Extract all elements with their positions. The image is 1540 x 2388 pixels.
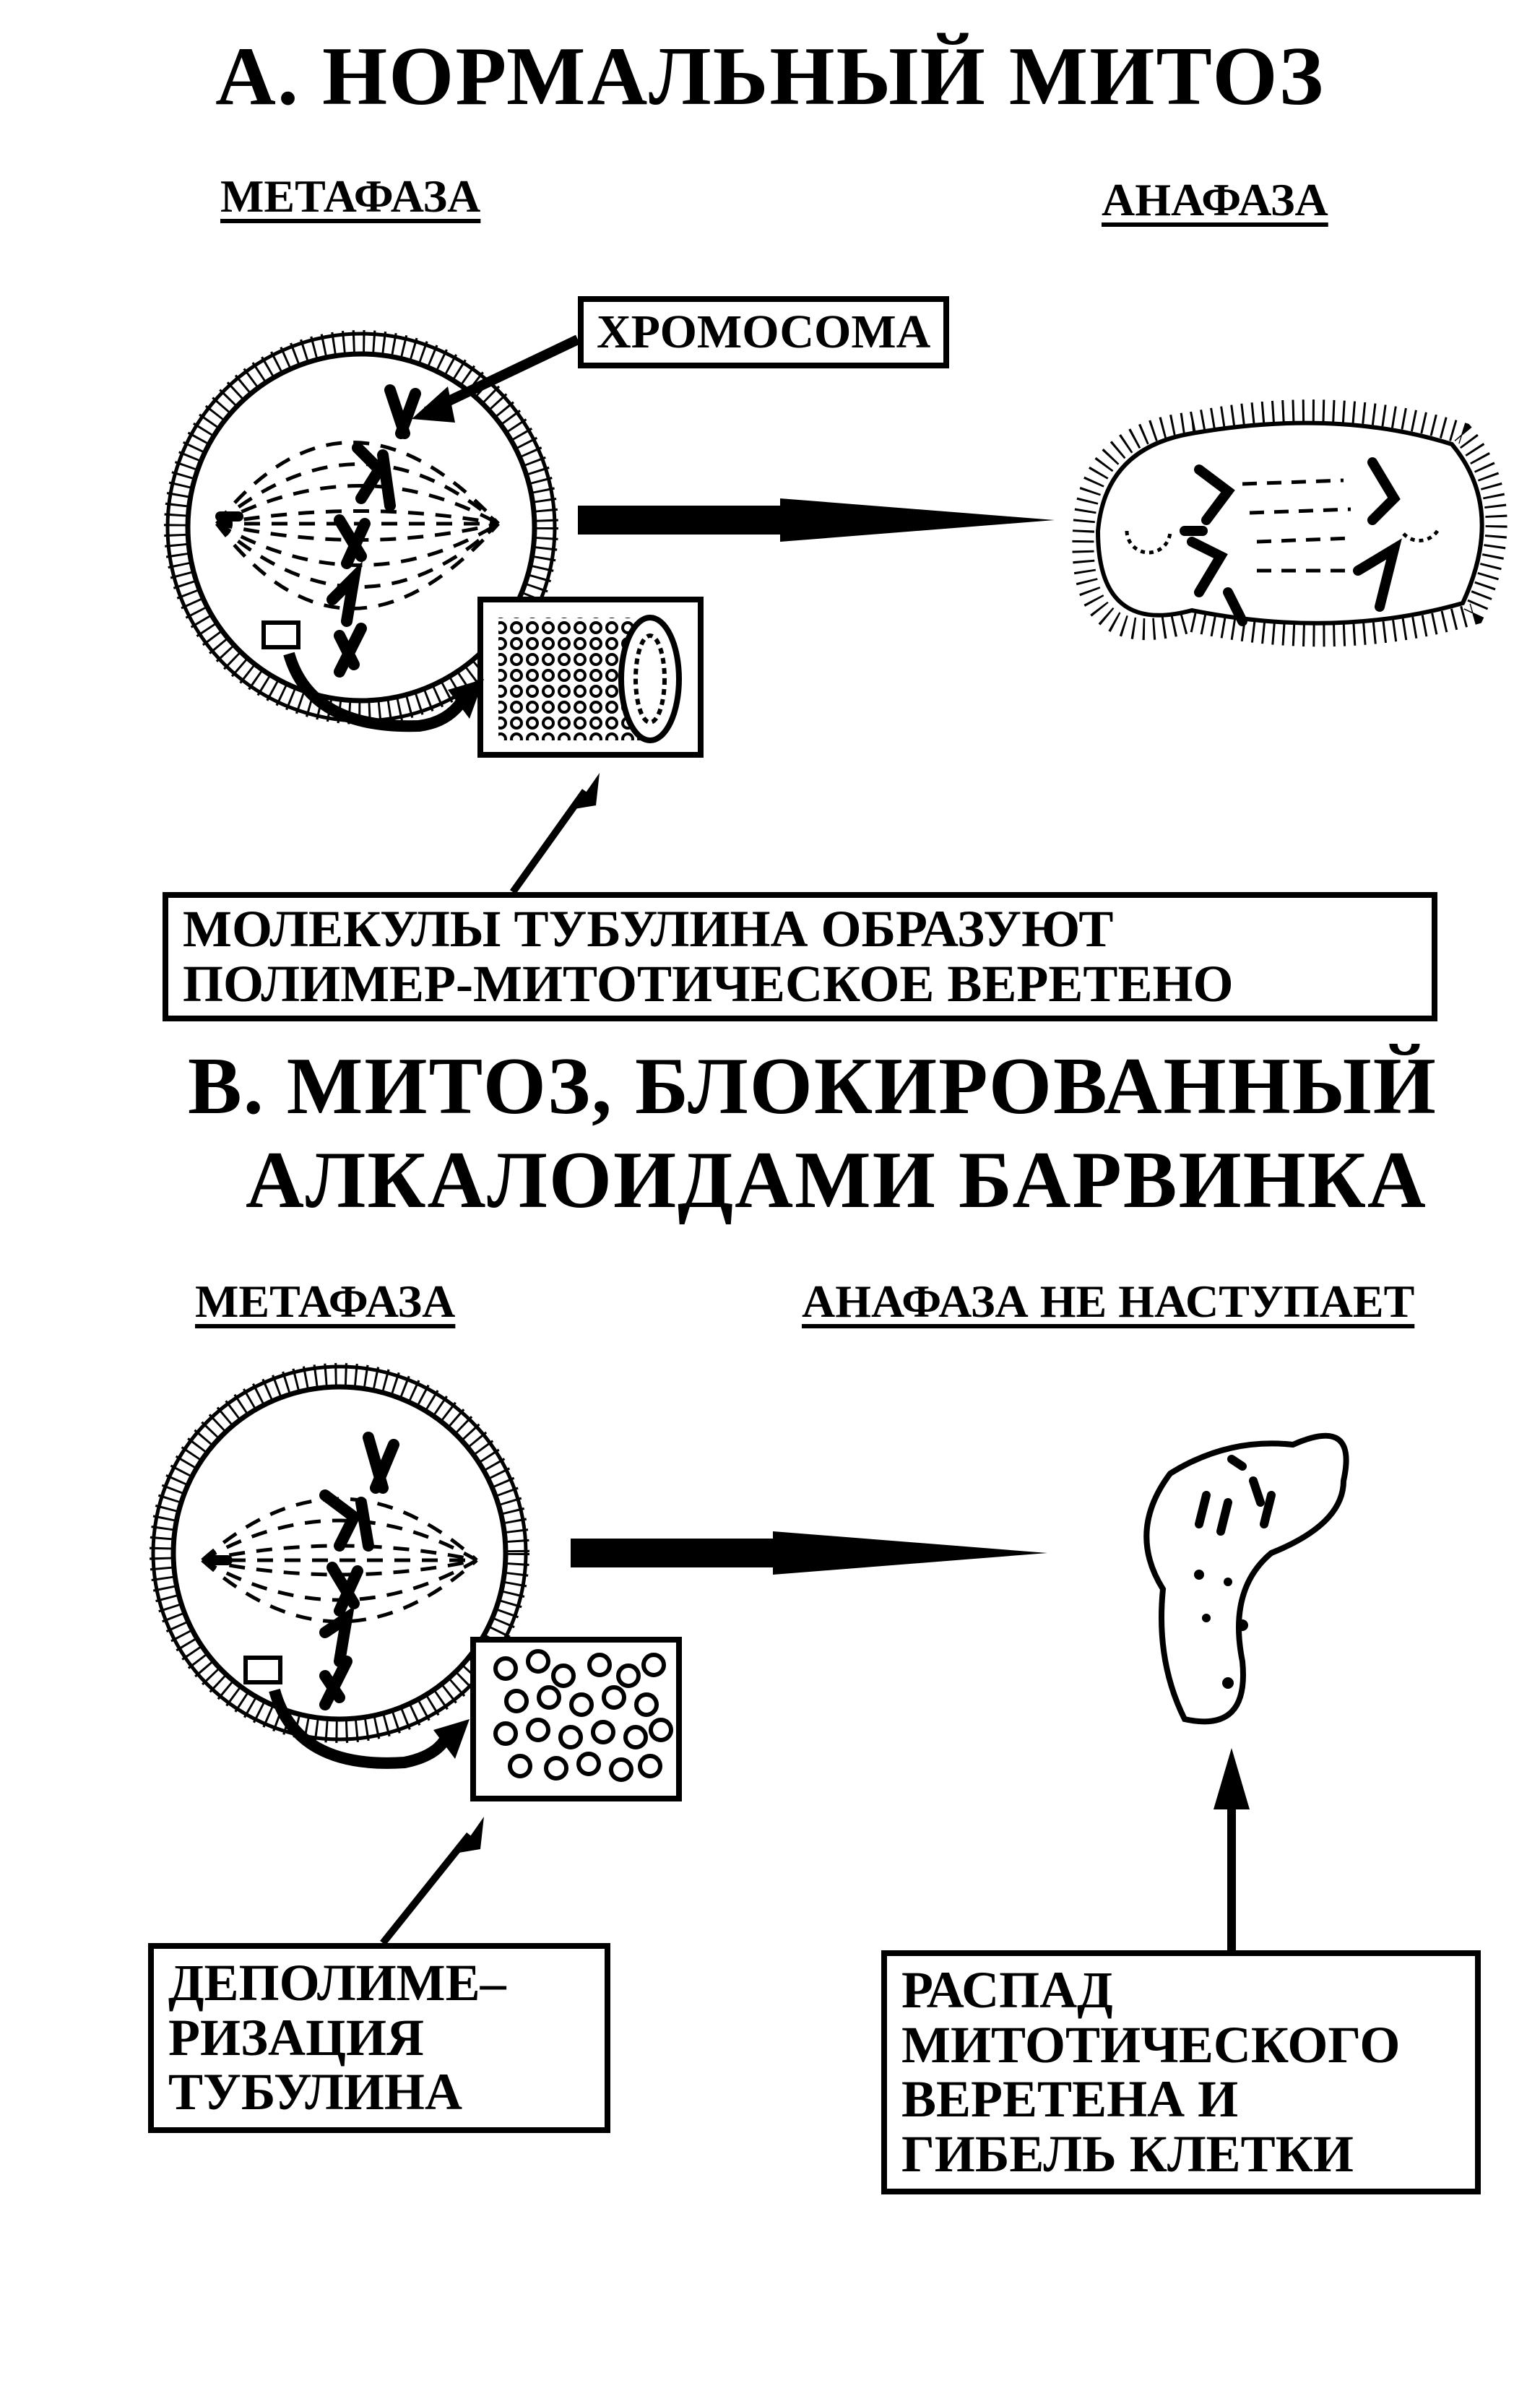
microtubule-magnified (477, 597, 704, 758)
metaphase-cell-normal (164, 330, 558, 724)
metaphase-cell-blocked (150, 1363, 529, 1743)
cell-death-line-2: МИТОТИЧЕСКОГО (901, 2015, 1401, 2074)
section-b-metaphase-label: МЕТАФАЗА (195, 1276, 456, 1327)
tubulin-depolymerized-magnified (470, 1637, 682, 1801)
magnify-arrow-b (269, 1688, 470, 1769)
tubulin-note-arrow (509, 773, 600, 894)
chromosome-callout: ХРОМОСОМА (578, 296, 950, 368)
depolymerization-line-3: ТУБУЛИНА (168, 2063, 462, 2121)
dying-cell (1143, 1432, 1349, 1725)
spindle-sample-marker-b (243, 1656, 282, 1684)
tubulin-note-line-2: ПОЛИМЕР-МИТОТИЧЕСКОЕ ВЕРЕТЕНО (183, 954, 1234, 1013)
section-b-anaphase-absent-label: АНАФАЗА НЕ НАСТУПАЕТ (802, 1276, 1415, 1327)
section-b-title-line-1: В. МИТОЗ, БЛОКИРОВАННЫЙ (188, 1042, 1437, 1131)
section-a-anaphase-label: АНАФАЗА (1102, 174, 1328, 225)
cell-death-line-1: РАСПАД (901, 1961, 1113, 2019)
section-a-title: А. НОРМАЛЬНЫЙ МИТОЗ (215, 30, 1325, 123)
chromosome-row-a (326, 384, 421, 678)
depolymerization-line-1: ДЕПОЛИМЕ– (168, 1954, 506, 2012)
section-b-title-line-2: АЛКАЛОИДАМИ БАРВИНКА (246, 1135, 1427, 1225)
cell-death-line-4: ГИБЕЛЬ КЛЕТКИ (901, 2124, 1354, 2183)
chromosome-label: ХРОМОСОМА (597, 306, 931, 358)
cell-death-arrow (1214, 1748, 1250, 1950)
cell-death-note: РАСПАД МИТОТИЧЕСКОГО ВЕРЕТЕНА И ГИБЕЛЬ К… (881, 1950, 1481, 2195)
magnify-arrow-a (283, 652, 484, 732)
spindle-sample-marker-a (261, 620, 300, 649)
transition-arrow-b (571, 1531, 1047, 1575)
transition-arrow-a (578, 498, 1055, 542)
tubulin-polymer-note: МОЛЕКУЛЫ ТУБУЛИНА ОБРАЗУЮТ ПОЛИМЕР-МИТОТ… (163, 892, 1437, 1022)
anaphase-cell (1072, 399, 1507, 647)
tubulin-note-line-1: МОЛЕКУЛЫ ТУБУЛИНА ОБРАЗУЮТ (183, 900, 1114, 958)
depolymerization-note: ДЕПОЛИМЕ– РИЗАЦИЯ ТУБУЛИНА (148, 1943, 610, 2133)
chromosome-pointer-arrow (412, 334, 581, 423)
depolymerization-line-2: РИЗАЦИЯ (168, 2008, 424, 2067)
depolymerization-note-arrow (380, 1817, 484, 1946)
section-a-metaphase-label: МЕТАФАЗА (220, 170, 481, 222)
cell-death-line-3: ВЕРЕТЕНА И (901, 2070, 1239, 2129)
